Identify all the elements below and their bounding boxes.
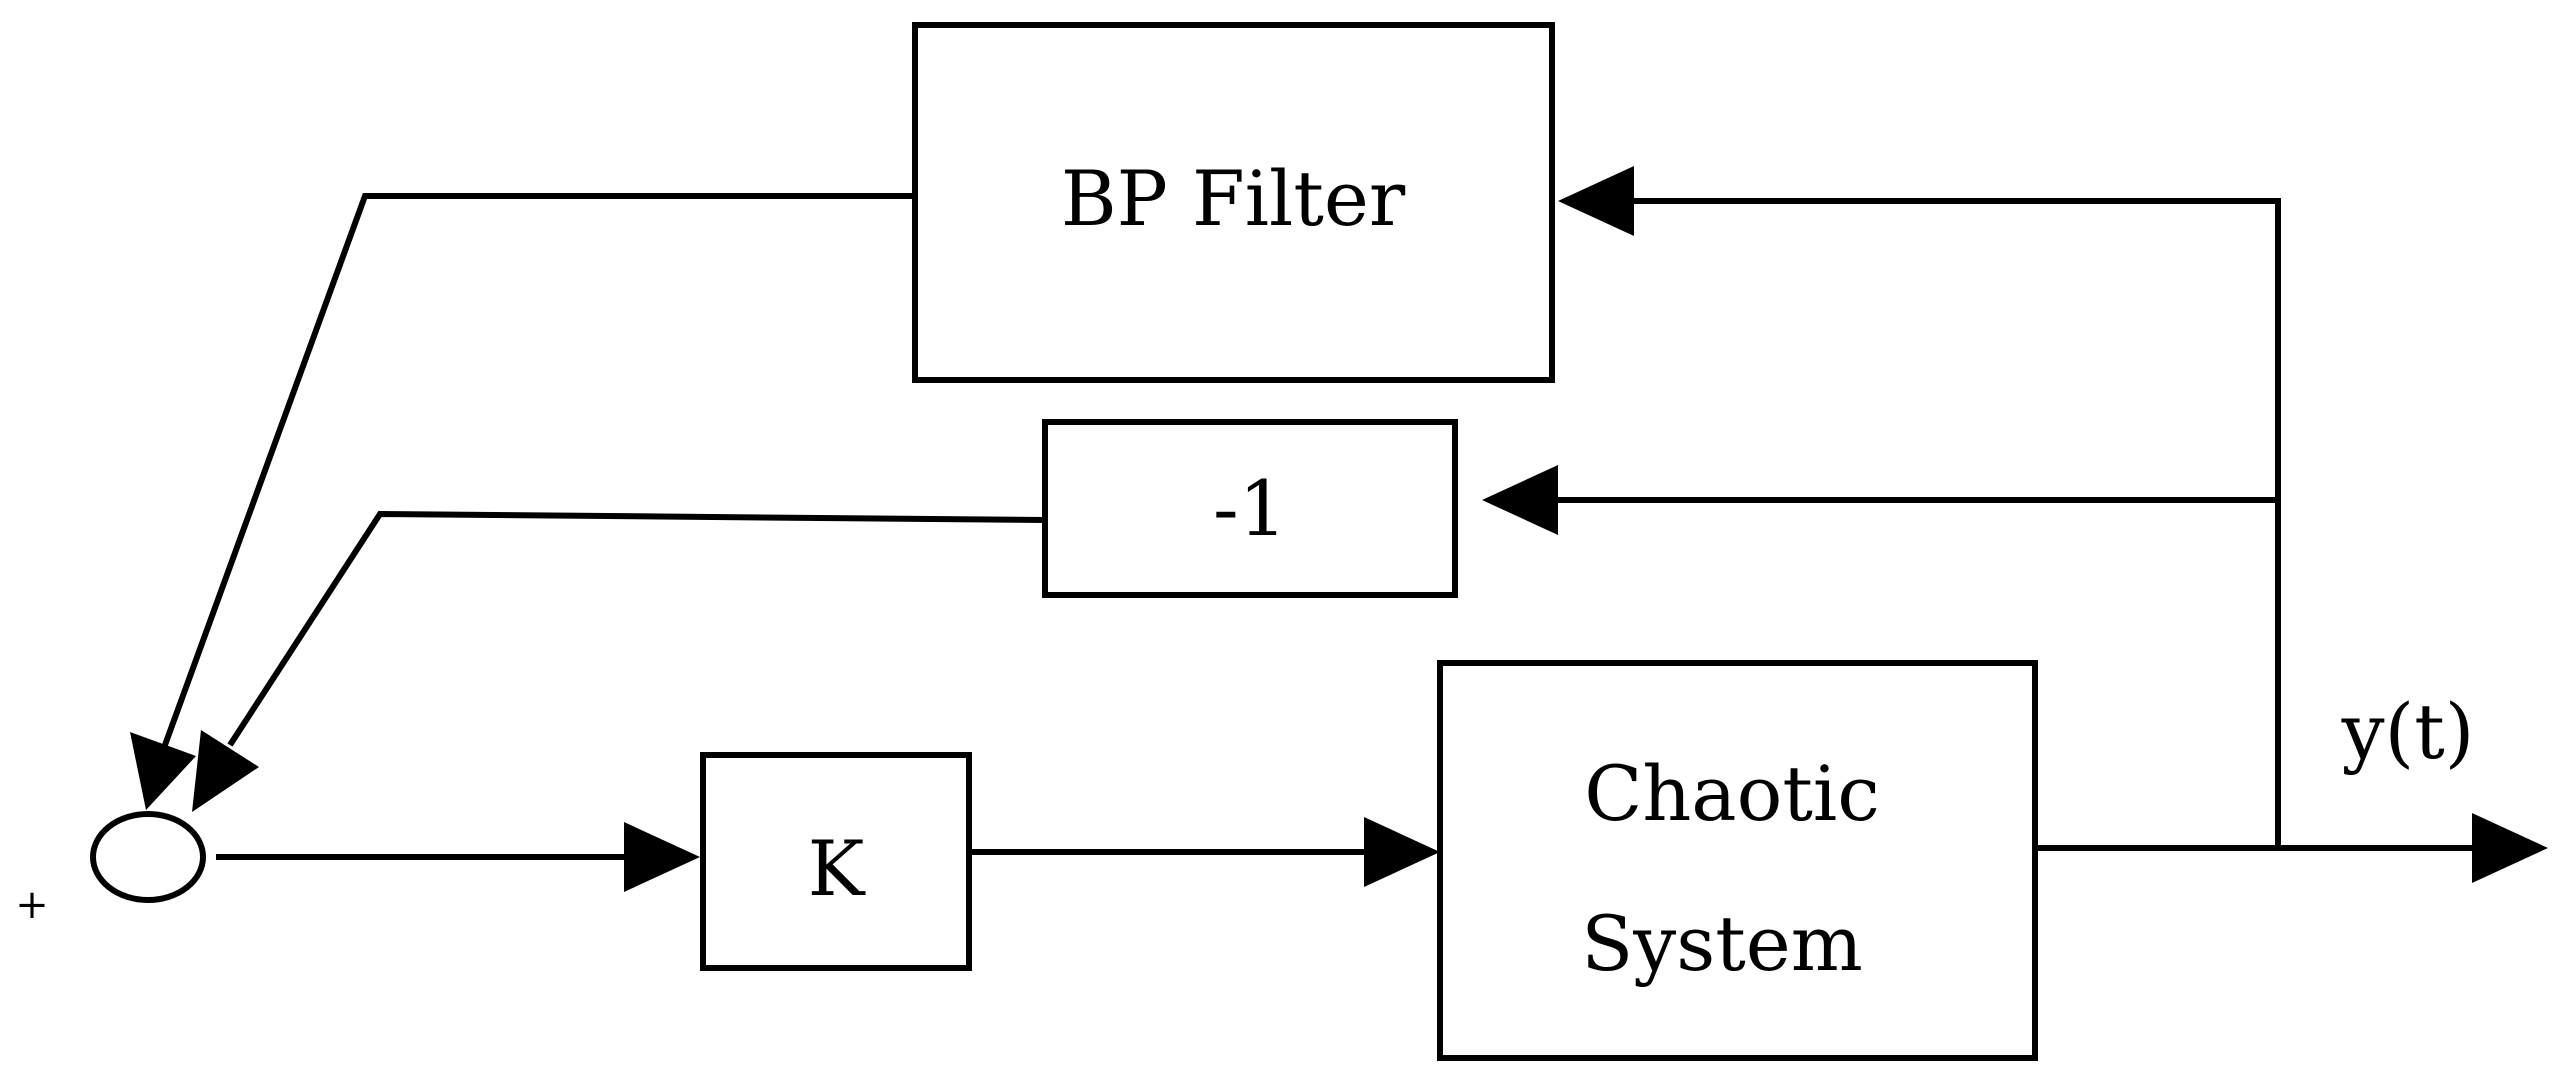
chaotic-system-block: Chaotic System [1437,660,2038,1061]
arrowhead-negate-into-sum [192,730,259,812]
negate-label: -1 [1213,464,1287,553]
wire-trunk-to-bp-filter [1558,166,2281,236]
arrowhead-bp-into-sum [130,732,196,810]
wire-negate-to-sum [192,510,1046,812]
gain-label: K [808,824,866,913]
wire-plant-output [2035,813,2548,883]
arrowhead-into-plant [1364,817,1440,887]
sum-plus-sign: + [15,882,49,928]
bp-filter-label: BP Filter [1061,154,1406,243]
wire-sum-to-gain [216,822,700,892]
arrowhead-into-gain [624,822,700,892]
chaotic-system-label-line2: System [1581,899,1863,988]
summing-junction [90,811,206,903]
gain-block: K [700,752,972,971]
arrowhead-into-bp-filter [1558,166,1634,236]
wire-gain-to-plant [969,817,1440,887]
wire-bp-filter-to-sum [130,193,915,810]
output-signal-label: y(t) [2341,687,2475,776]
chaotic-system-label-line1: Chaotic [1584,749,1880,838]
arrowhead-into-negate [1482,465,1558,535]
bp-filter-block: BP Filter [912,22,1555,383]
arrowhead-output [2472,813,2548,883]
wire-trunk-to-negate [1482,465,2278,535]
negate-block: -1 [1042,419,1458,598]
